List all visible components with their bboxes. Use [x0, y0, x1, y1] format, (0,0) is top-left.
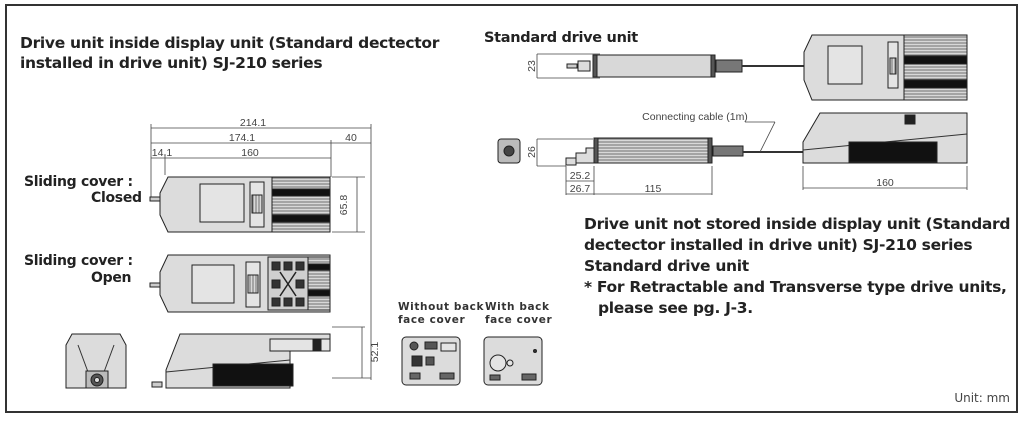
display-unit-side-view-right: [802, 112, 968, 190]
drive-body-side: [593, 137, 713, 164]
display-unit-top-view-right: [803, 34, 968, 101]
unit-top-view-open: [149, 254, 331, 313]
with-cover-label-line2: face cover: [485, 314, 553, 326]
diagram-frame: [5, 4, 1018, 413]
dim-label-26: 26: [526, 146, 538, 158]
dim-label-40: 40: [345, 132, 357, 144]
description-line2: dectector installed in drive unit) SJ-21…: [584, 236, 973, 254]
dim-label-115: 115: [645, 183, 662, 195]
keypad-keys: [271, 261, 305, 307]
note-line2: please see pg. J-3.: [598, 299, 753, 317]
dim-label-23: 23: [526, 60, 538, 72]
without-cover-label-line1: Without back: [398, 301, 485, 313]
dim-label-26-7: 26.7: [570, 183, 591, 195]
dark-band-2: [271, 214, 331, 223]
unit-label: Unit: mm: [954, 391, 1010, 405]
back-view-with-cover: [483, 336, 543, 386]
drive-unit-side-view: [497, 121, 808, 195]
lcd-screen: [199, 183, 245, 223]
unit-front-view: [65, 333, 127, 389]
top-view-dimensions: [150, 124, 372, 380]
without-cover-label-line2: face cover: [398, 314, 466, 326]
lcd-screen-open: [191, 264, 235, 304]
dim-label-160-right: 160: [876, 177, 894, 189]
scroll-wheel: [251, 194, 263, 214]
closed-label-line2: Closed: [91, 190, 142, 206]
back-view-without-cover: [401, 336, 461, 386]
dark-band-1: [271, 188, 331, 197]
dim-label-160: 160: [241, 147, 259, 159]
left-title-line1: Drive unit inside display unit (Standard…: [20, 34, 440, 52]
closed-label-line1: Sliding cover :: [24, 174, 133, 190]
note-line1: * For Retractable and Transverse type dr…: [584, 278, 1007, 296]
open-label-line1: Sliding cover :: [24, 253, 133, 269]
dim-label-174: 174.1: [229, 132, 255, 144]
dim-label-65: 65.8: [338, 195, 350, 216]
left-title-line2: installed in drive unit) SJ-210 series: [20, 54, 323, 72]
dim-label-52: 52.1: [369, 342, 381, 363]
cable-label: Connecting cable (1m): [642, 111, 748, 123]
open-label-line2: Open: [91, 270, 132, 286]
side-dark-panel: [212, 363, 294, 387]
dim-label-25: 25.2: [570, 170, 591, 182]
description-line3: Standard drive unit: [584, 257, 749, 275]
drive-unit-grill: [271, 176, 331, 233]
unit-side-view: [151, 333, 331, 389]
dim-label-14: 14.1: [152, 147, 173, 159]
description-line1: Drive unit not stored inside display uni…: [584, 215, 1011, 233]
unit-top-view-closed: [149, 176, 331, 233]
drive-body-top: [592, 54, 716, 78]
drive-unit-top-view: [536, 53, 812, 79]
with-cover-label-line1: With back: [485, 301, 550, 313]
dim-label-214: 214.1: [240, 117, 266, 129]
right-title: Standard drive unit: [484, 30, 638, 46]
